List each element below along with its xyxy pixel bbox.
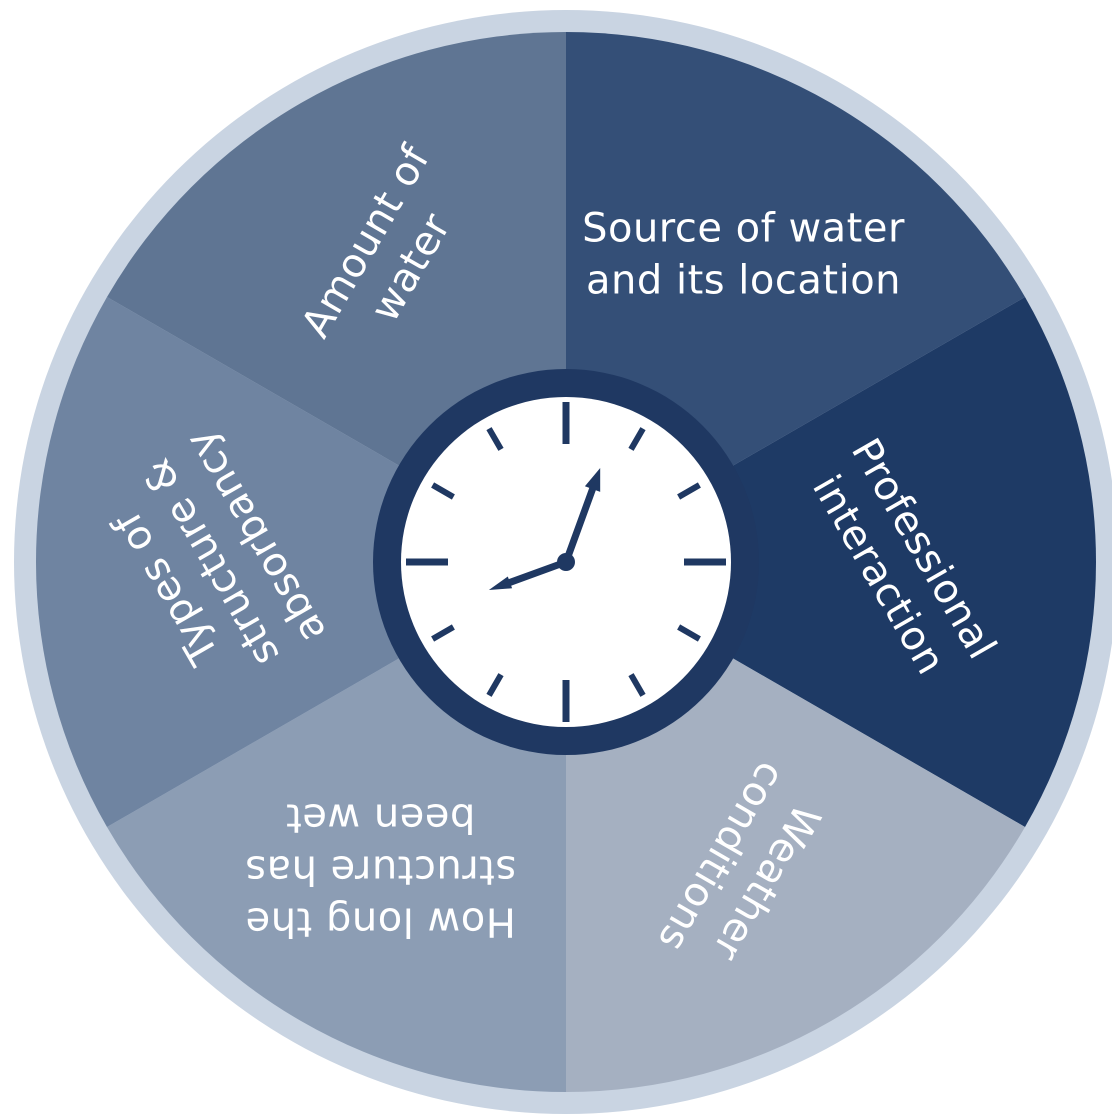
clock-hub — [557, 553, 575, 571]
segment-professional-interaction — [566, 297, 1097, 827]
clock-minor-tick — [486, 673, 504, 697]
clock-minor-tick — [677, 624, 701, 642]
segment-types-of-structure — [35, 297, 566, 827]
segment-label-line: Source of water — [582, 206, 905, 252]
segment-label-line: How long the — [245, 898, 516, 944]
clock-minor-tick — [677, 482, 701, 500]
clock-hands — [488, 468, 601, 590]
label-how-long-wet: How long the structure has been wet — [245, 794, 516, 944]
clock-minor-tick — [628, 673, 646, 697]
clock-minor-tick — [486, 427, 504, 451]
segment-label-line: structure has — [245, 846, 516, 892]
clock-icon — [373, 369, 759, 755]
clock-hour-hand — [488, 558, 570, 590]
clock-ticks — [406, 402, 726, 722]
clock-minor-tick — [431, 624, 455, 642]
label-source-of-water: Source of water and its location — [582, 206, 905, 304]
segment-label-line: been wet — [286, 794, 476, 840]
clock-minute-hand — [562, 468, 601, 566]
clock-minor-tick — [628, 427, 646, 451]
clock-minor-tick — [431, 482, 455, 500]
segment-label-line: and its location — [586, 258, 901, 304]
